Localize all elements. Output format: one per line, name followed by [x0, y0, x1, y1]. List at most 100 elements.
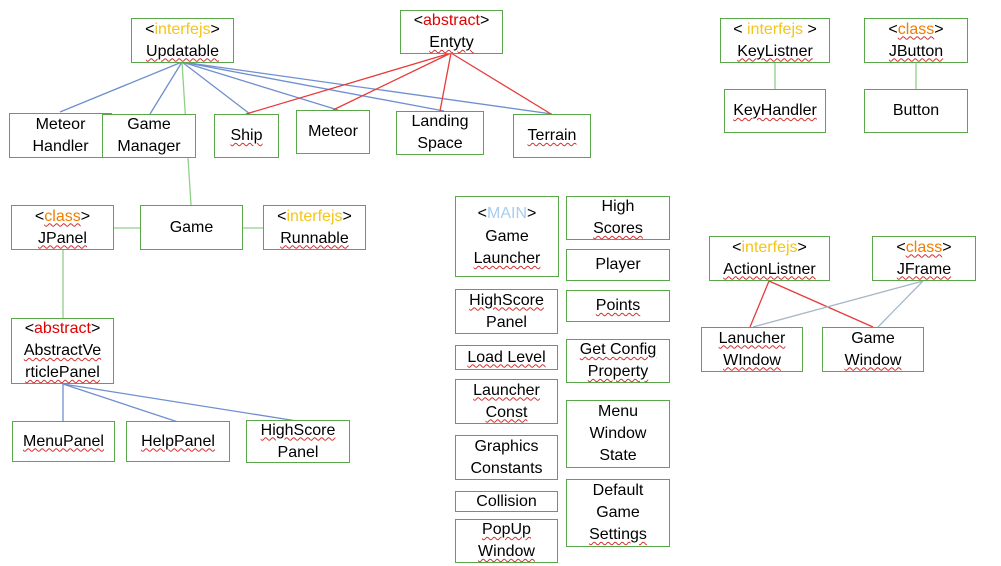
label-line: High — [601, 198, 635, 215]
game-window-box: Game Window — [822, 327, 924, 372]
stereotype-label: abstract — [34, 320, 91, 337]
runnable-interface-box: <interfejs> Runnable — [263, 205, 366, 250]
stereotype-label: interfejs — [154, 20, 211, 38]
class-name: Points — [595, 297, 641, 314]
label-line: HighScore — [469, 291, 544, 309]
label-line: Scores — [593, 220, 643, 237]
label-line: Get Config — [579, 341, 657, 358]
label-line: Panel — [277, 443, 319, 461]
label-line: Launcher — [473, 381, 540, 399]
label-line: WIndow — [723, 351, 781, 369]
label-line: AbstractVe — [23, 342, 102, 359]
link-updatable-landing — [181, 61, 445, 112]
get-config-property-box: Get Config Property — [566, 339, 670, 383]
link-updatable-meteor-handler — [59, 61, 183, 113]
jframe-class-box: <class> JFrame — [872, 236, 976, 281]
class-name: Ship — [230, 127, 263, 144]
label-line: Game — [485, 228, 529, 245]
class-name: Button — [892, 102, 940, 119]
graphics-constants-box: Graphics Constants — [455, 435, 558, 480]
class-name: JFrame — [896, 260, 952, 278]
label-line: Window — [589, 425, 647, 442]
terrain-box: Terrain — [513, 114, 591, 158]
class-name: Load Level — [467, 348, 546, 366]
game-manager-box: Game Manager — [102, 114, 196, 158]
high-scores-box: High Scores — [566, 196, 670, 240]
label-line: PopUp — [482, 521, 531, 538]
menupanel-box: MenuPanel — [12, 421, 115, 462]
link-entyty-meteor — [332, 52, 452, 111]
updatable-interface-box: <interfejs> Updatable — [131, 18, 234, 63]
label-line: Meteor — [35, 115, 86, 133]
default-game-settings-box: Default Game Settings — [566, 479, 670, 547]
game-box: Game — [140, 205, 243, 250]
label-line: Lanucher — [718, 329, 786, 347]
link-updatable-meteor — [181, 61, 339, 111]
label-line: Game — [127, 116, 171, 133]
label-line: Const — [485, 403, 528, 421]
launcher-const-box: Launcher Const — [455, 379, 558, 424]
player-box: Player — [566, 249, 670, 281]
class-name: Runnable — [280, 229, 349, 247]
highscore-panel-bottom-box: HighScore Panel — [246, 420, 350, 463]
landing-space-box: Landing Space — [396, 111, 484, 155]
class-name: KeyListner — [737, 42, 813, 60]
label-line: Menu — [597, 403, 639, 420]
class-name: Updatable — [146, 42, 219, 60]
class-name: Collision — [476, 492, 537, 510]
label-line: State — [599, 447, 637, 464]
ship-box: Ship — [214, 114, 279, 158]
link-updatable-game-manager — [149, 61, 183, 115]
label-line: Property — [587, 363, 649, 380]
link-updatable-ship — [181, 61, 251, 115]
class-name: Meteor — [308, 123, 358, 140]
stereotype-label: interfejs — [286, 207, 343, 225]
points-box: Points — [566, 290, 670, 322]
label-line: Settings — [589, 526, 647, 543]
class-name: KeyHandler — [733, 102, 817, 119]
button-box: Button — [864, 89, 968, 133]
jbutton-class-box: <class> JButton — [864, 18, 968, 63]
link-entyty-landing — [439, 52, 452, 112]
stereotype-label: interfejs — [746, 20, 804, 38]
stereotype-label: interfejs — [741, 238, 798, 256]
meteor-handler-box: Meteor Handler — [9, 113, 112, 158]
entyty-abstract-box: <abstract> Entyty — [400, 10, 503, 54]
highscore-panel-mid-box: HighScore Panel — [455, 289, 558, 334]
label-line: Window — [844, 351, 902, 369]
stereotype-label: class — [44, 207, 81, 225]
link-actionlistner-launcher — [749, 280, 770, 328]
stereotype-label: MAIN — [487, 205, 527, 222]
actionlistner-interface-box: <interfejs> ActionListner — [709, 236, 830, 281]
stereotype-label: abstract — [423, 12, 480, 29]
label-line: Constants — [470, 459, 543, 477]
link-actionlistner-gamewindow — [768, 280, 874, 328]
link-entyty-ship — [245, 52, 452, 115]
label-line: HighScore — [260, 421, 336, 439]
link-jframe-launcher — [752, 280, 924, 328]
class-name: JButton — [888, 42, 944, 60]
label-line: Default — [592, 482, 644, 499]
label-line: Graphics — [474, 437, 539, 455]
menu-window-state-box: Menu Window State — [566, 400, 670, 468]
label-line: Handler — [32, 137, 89, 155]
stereotype-label: class — [905, 238, 943, 256]
stereotype-label: class — [897, 20, 935, 38]
keylistner-interface-box: < interfejs > KeyListner — [720, 18, 830, 63]
class-name: Game — [169, 218, 214, 236]
class-name: Terrain — [527, 127, 577, 144]
main-game-launcher-box: <MAIN> Game Launcher — [455, 196, 559, 277]
label-line: Space — [417, 135, 463, 152]
link-entyty-terrain — [450, 52, 552, 115]
link-updatable-terrain — [181, 61, 553, 115]
link-jframe-gamewindow — [877, 280, 924, 328]
abstract-verticle-panel-box: <abstract> AbstractVe rticlePanel — [11, 318, 114, 384]
keyhandler-box: KeyHandler — [724, 89, 826, 133]
class-name: Entyty — [429, 34, 474, 51]
label-line: Launcher — [473, 250, 541, 267]
class-name: MenuPanel — [23, 432, 104, 450]
class-name: HelpPanel — [141, 432, 215, 450]
launcher-window-box: Lanucher WIndow — [701, 327, 803, 372]
label-line: Panel — [486, 313, 527, 331]
